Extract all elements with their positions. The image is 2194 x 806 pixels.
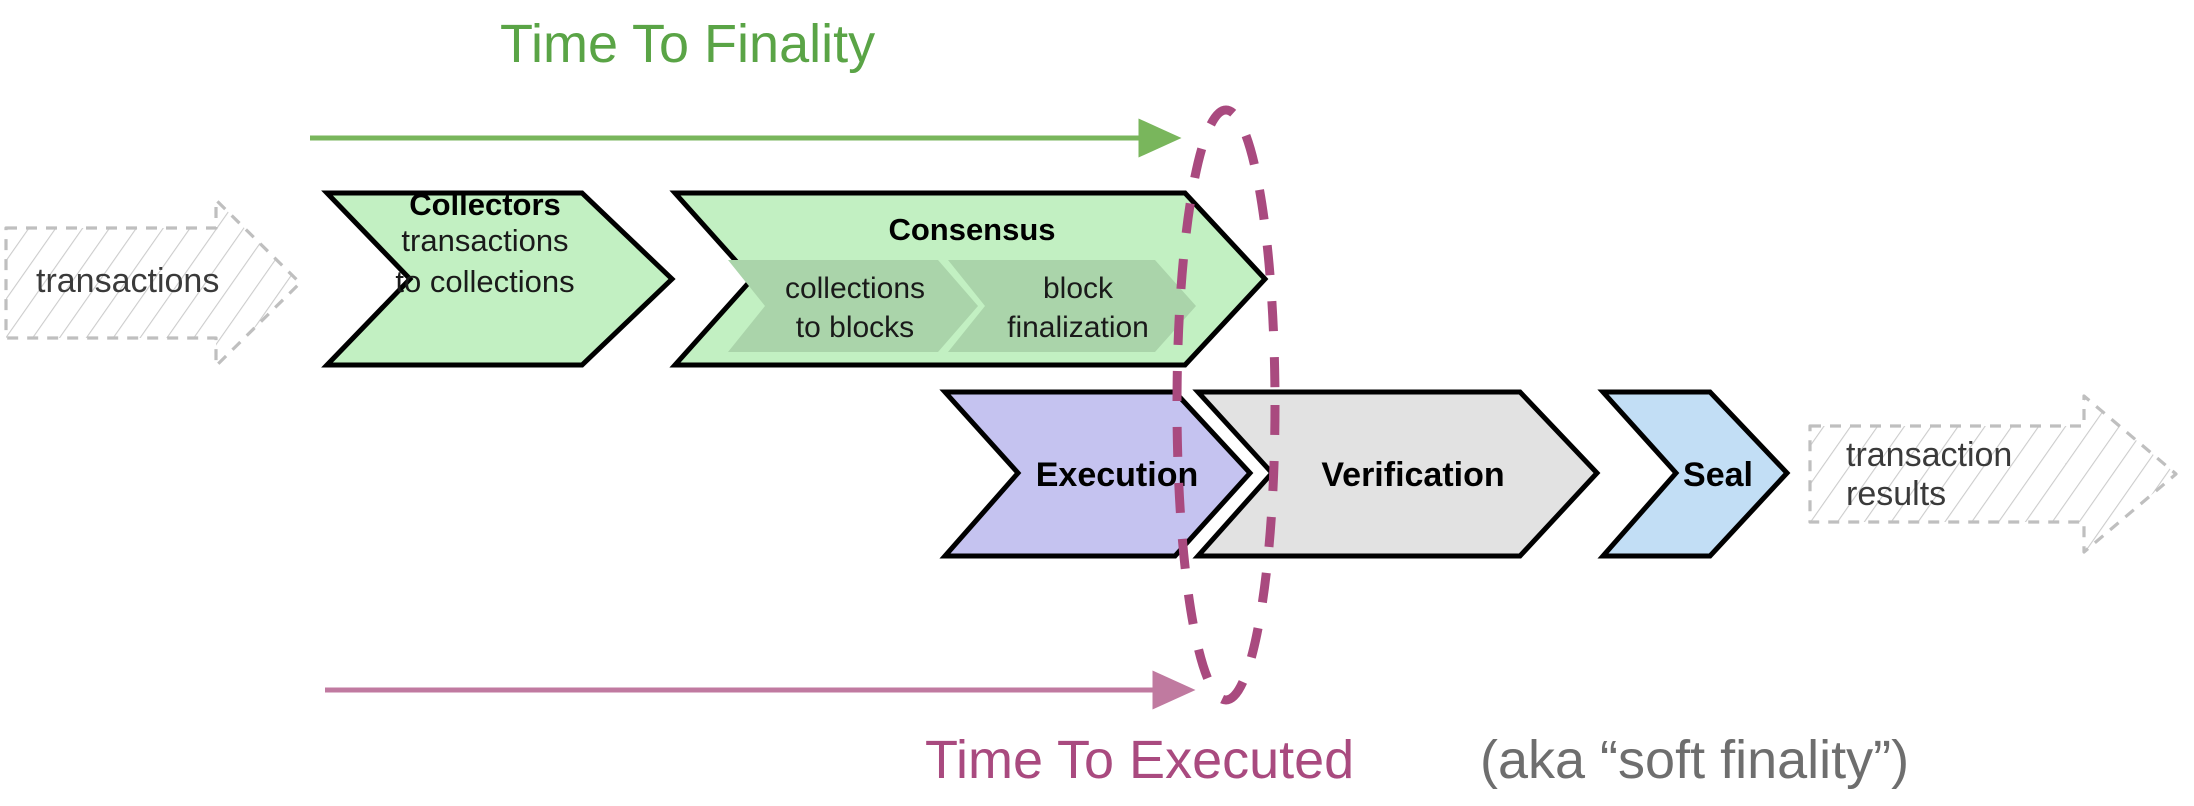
- seal-chevron-shape: [1597, 389, 1791, 559]
- collectors-sub-line2: to collections: [395, 264, 574, 299]
- transactions-ghost-arrow-shape: [4, 198, 302, 368]
- block-finalization-line2: finalization: [1007, 311, 1149, 344]
- transaction-results-label-line1: transaction: [1846, 436, 2012, 474]
- collections-to-blocks-line2: to blocks: [796, 311, 914, 344]
- transactions-input-label: transactions: [36, 262, 219, 300]
- stage-execution[interactable]: Execution: [939, 389, 1254, 559]
- consensus-title: Consensus: [888, 212, 1055, 247]
- block-finalization-line1: block: [1043, 272, 1114, 305]
- stage-collectors[interactable]: Collectors transactions to collections: [321, 187, 676, 368]
- stage-seal[interactable]: Seal: [1597, 389, 1791, 559]
- collections-to-blocks-line1: collections: [785, 272, 925, 305]
- soft-finality-note: (aka “soft finality”): [1480, 730, 1909, 790]
- collectors-sub-line1: transactions: [401, 223, 568, 258]
- verification-title: Verification: [1321, 456, 1504, 494]
- transaction-results-label-line2: results: [1846, 475, 1946, 513]
- block-finalization-shape: [948, 260, 1196, 352]
- collectors-chevron-shape: [321, 190, 676, 368]
- collections-to-blocks-shape: [728, 260, 978, 352]
- transaction-results-output-block: transaction results: [1808, 394, 2178, 554]
- transactions-input-block: transactions: [4, 198, 302, 368]
- collectors-title: Collectors: [409, 187, 561, 222]
- time-to-finality-title: Time To Finality: [500, 14, 875, 74]
- stage-verification[interactable]: Verification: [1192, 389, 1601, 559]
- stage-consensus[interactable]: Consensus collections to blocks block fi…: [669, 190, 1269, 368]
- substage-block-finalization[interactable]: block finalization: [948, 260, 1196, 352]
- finality-boundary-ellipse: [1172, 105, 1280, 705]
- transaction-results-ghost-arrow-shape: [1808, 394, 2178, 554]
- execution-title: Execution: [1036, 456, 1198, 494]
- substage-collections-to-blocks[interactable]: collections to blocks: [728, 260, 978, 352]
- time-to-executed-title: Time To Executed: [925, 730, 1354, 790]
- seal-title: Seal: [1683, 456, 1753, 494]
